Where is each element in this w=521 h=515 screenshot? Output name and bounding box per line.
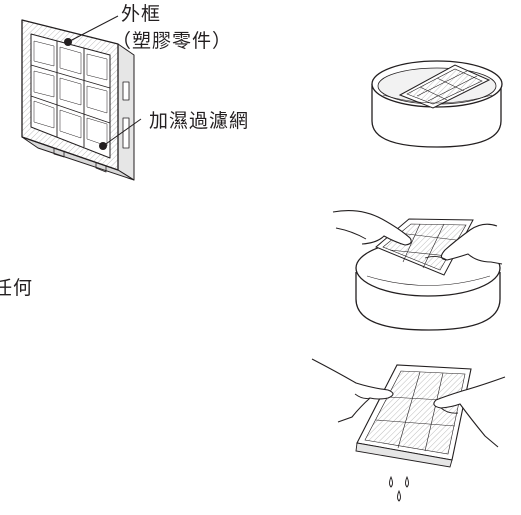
draining-illustration <box>311 358 506 502</box>
filter-with-frame-illustration <box>21 19 135 181</box>
outer-frame-note-label: （塑膠零件） <box>112 30 233 52</box>
water-drops <box>389 475 409 502</box>
callout-leaders <box>64 15 142 150</box>
filter-label: 加濕過濾網 <box>149 110 250 132</box>
cut-off-body-text: 任何 <box>0 277 34 299</box>
outer-frame-label: 外框 <box>121 3 162 25</box>
soaking-basin-illustration <box>371 60 503 148</box>
washing-illustration <box>332 210 503 331</box>
